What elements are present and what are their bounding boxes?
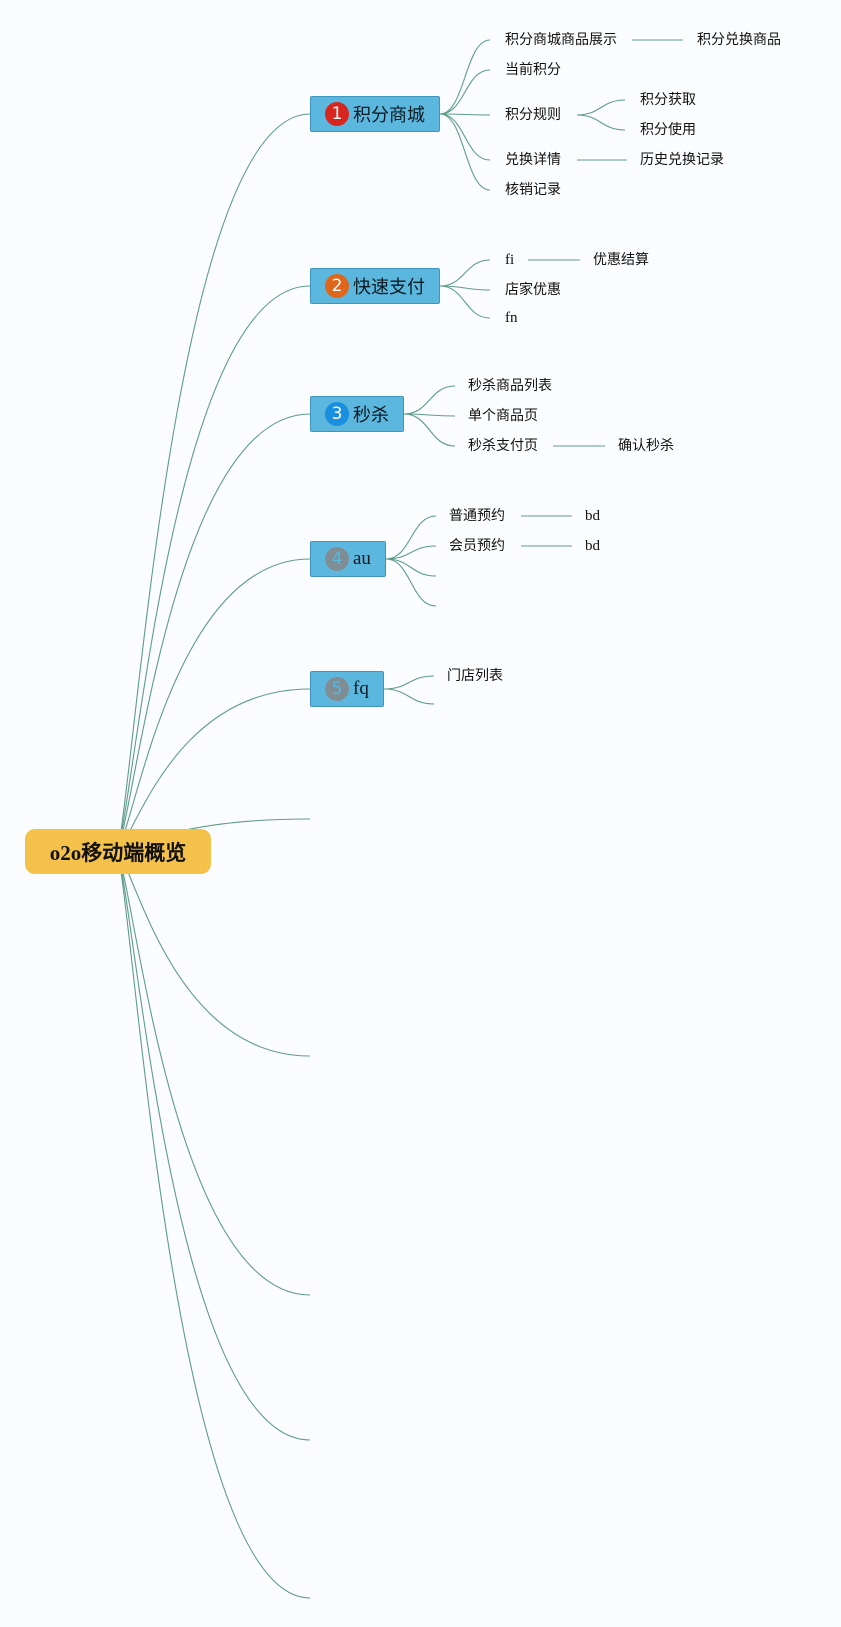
b4-connector-2 [385, 545, 437, 560]
root-connector-3 [117, 413, 311, 852]
root-connector-9 [117, 850, 311, 1441]
number-3-icon: 3 [325, 402, 349, 426]
b1-leaf-connector-2 [576, 99, 626, 116]
branch-3-topic[interactable]: 3 秒杀 [310, 396, 404, 432]
topic-store-list[interactable]: 门店列表 [447, 668, 503, 684]
b1-connector-2 [439, 69, 491, 115]
topic-regular-booking[interactable]: 普通预约 [449, 508, 505, 524]
root-topic[interactable]: o2o移动端概览 [25, 829, 211, 874]
number-4-icon: 4 [325, 547, 349, 571]
topic-redemption-records[interactable]: 核销记录 [505, 182, 561, 198]
branch-5-label: fq [353, 678, 369, 699]
branch-4-label: au [353, 548, 371, 569]
b3-connector-3 [403, 413, 456, 447]
b2-connector-1 [439, 259, 491, 287]
branch-1-label: 积分商城 [353, 105, 425, 126]
topic-current-points[interactable]: 当前积分 [505, 62, 561, 78]
b1-leaf-connector-3 [576, 114, 626, 131]
topic-confirm-flash-sale[interactable]: 确认秒杀 [618, 438, 674, 454]
topic-points-use[interactable]: 积分使用 [640, 122, 696, 138]
topic-points-earn[interactable]: 积分获取 [640, 92, 696, 108]
root-connector-10 [117, 850, 311, 1599]
number-5-icon: 5 [325, 677, 349, 701]
topic-points-mall-display[interactable]: 积分商城商品展示 [505, 32, 617, 48]
root-connector-2 [117, 285, 311, 852]
b4-connector-4 [385, 558, 437, 607]
topic-member-booking[interactable]: 会员预约 [449, 538, 505, 554]
b1-connector-3 [439, 113, 491, 116]
b1-connector-4 [439, 113, 491, 161]
b3-connector-1 [403, 385, 456, 415]
topic-points-rules[interactable]: 积分规则 [505, 107, 561, 123]
branch-2-topic[interactable]: 2 快速支付 [310, 268, 440, 304]
topic-discount-settlement[interactable]: 优惠结算 [593, 252, 649, 268]
branch-1-topic[interactable]: 1 积分商城 [310, 96, 440, 132]
root-connector-7 [117, 850, 311, 1057]
topic-fi[interactable]: fi [505, 252, 515, 268]
topic-flash-sale-payment[interactable]: 秒杀支付页 [468, 438, 538, 454]
branch-2-label: 快速支付 [353, 277, 425, 298]
b1-connector-5 [439, 113, 491, 191]
topic-bd-2[interactable]: bd [585, 538, 600, 554]
topic-bd-1[interactable]: bd [585, 508, 600, 524]
topic-points-exchange-goods[interactable]: 积分兑换商品 [697, 32, 781, 48]
root-connector-8 [117, 850, 311, 1296]
number-1-icon: 1 [325, 102, 349, 126]
branch-4-topic[interactable]: 4 au [310, 541, 386, 577]
branch-5-topic[interactable]: 5 fq [310, 671, 384, 707]
b5-connector-2 [383, 688, 435, 705]
topic-single-product-page[interactable]: 单个商品页 [468, 408, 538, 424]
topic-flash-sale-list[interactable]: 秒杀商品列表 [468, 378, 552, 394]
topic-exchange-history[interactable]: 历史兑换记录 [640, 152, 724, 168]
b5-connector-1 [383, 675, 435, 690]
root-title: o2o移动端概览 [49, 840, 187, 865]
branch-3-label: 秒杀 [353, 405, 389, 426]
root-connector-4 [117, 558, 311, 852]
topic-fn[interactable]: fn [505, 310, 518, 326]
topic-store-discount[interactable]: 店家优惠 [505, 282, 561, 298]
b4-connector-1 [385, 515, 437, 560]
b1-connector-1 [439, 39, 491, 115]
root-connector-1 [117, 113, 311, 852]
b4-connector-3 [385, 558, 437, 577]
number-2-icon: 2 [325, 274, 349, 298]
b2-connector-3 [439, 285, 491, 319]
topic-exchange-details[interactable]: 兑换详情 [505, 152, 561, 168]
